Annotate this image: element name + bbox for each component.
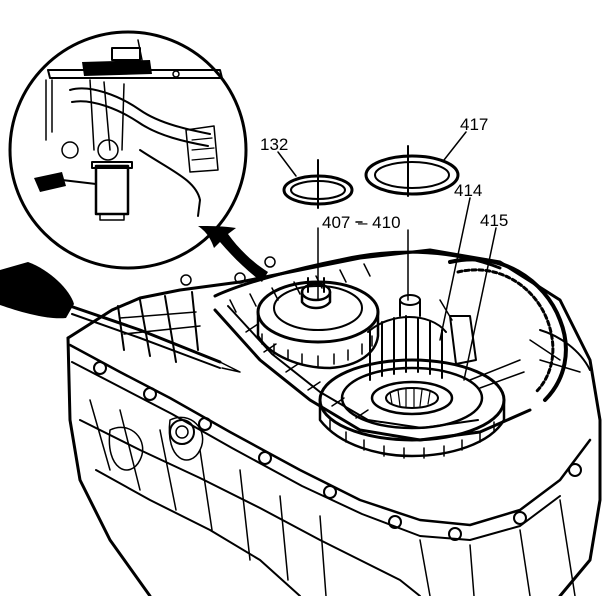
upper-case-detail — [117, 256, 591, 389]
callout-132: 132 — [260, 135, 288, 154]
callout-415: 415 — [480, 211, 508, 230]
callout-414: 414 — [454, 181, 482, 200]
callout-417: 417 — [460, 115, 488, 134]
transmission-case — [66, 248, 602, 596]
screwdriver-tool — [0, 262, 241, 373]
inset-pointer-arrow — [198, 226, 268, 282]
driven-sprocket — [318, 358, 506, 459]
callout-407: 407 — [322, 213, 350, 232]
snap-ring-132 — [282, 159, 354, 209]
snap-ring-417 — [364, 145, 460, 197]
leader-lines — [277, 131, 497, 381]
detail-inset — [8, 30, 248, 270]
callout-410: – 410 — [358, 213, 401, 232]
callout-labels: 132 417 407 – 410 414 415 — [260, 115, 508, 232]
clutch-pack — [367, 294, 477, 381]
